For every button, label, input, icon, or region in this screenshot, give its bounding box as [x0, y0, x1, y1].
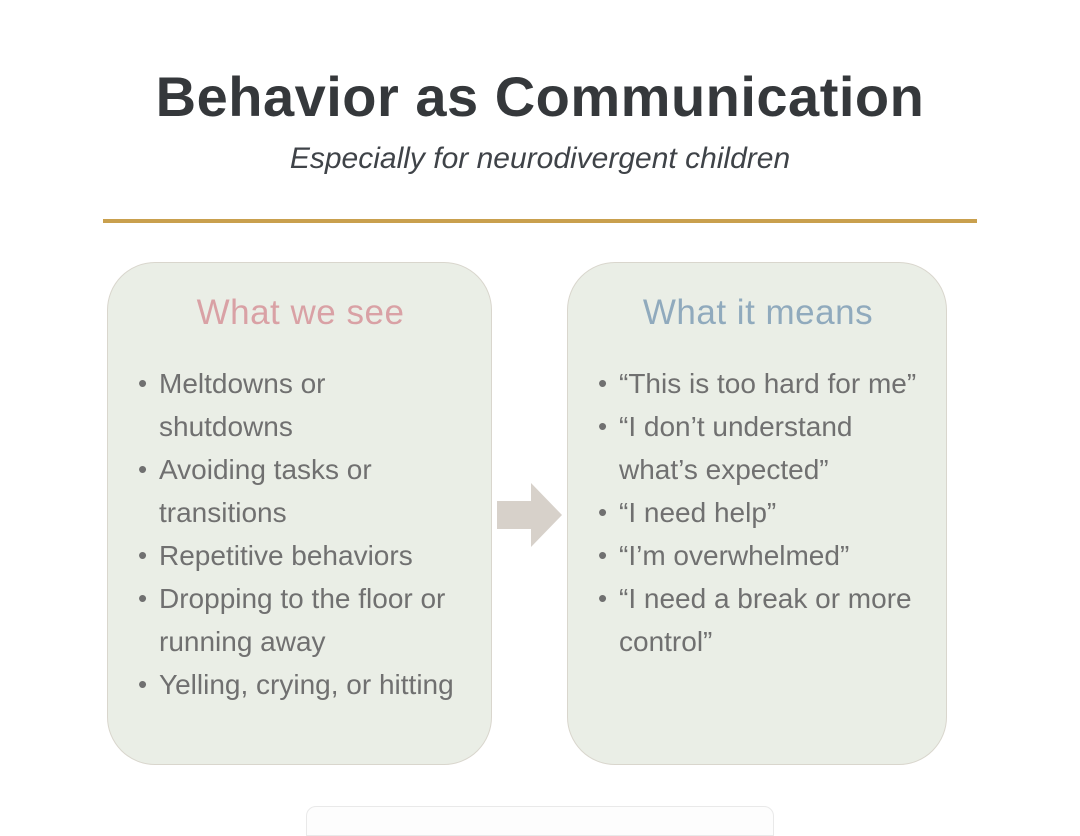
what-it-means-heading: What it means: [642, 293, 874, 332]
bullet-icon: •: [598, 368, 608, 398]
right-arrow-icon: [497, 483, 562, 547]
list-item: • Repetitive behaviors: [138, 534, 463, 577]
bullet-icon: •: [598, 411, 608, 441]
list-item-text: “I need help”: [619, 497, 777, 528]
gold-divider: [103, 219, 977, 223]
bullet-icon: •: [138, 540, 148, 570]
what-we-see-heading: What we see: [196, 293, 405, 332]
list-item-text: “I’m overwhelmed”: [619, 540, 850, 571]
list-item-text: “This is too hard for me”: [619, 368, 917, 399]
list-item-text: Yelling, crying, or hitting: [159, 669, 454, 700]
page-subtitle: Especially for neurodivergent children: [289, 142, 791, 175]
what-it-means-list: • “This is too hard for me” • “I don’t unde…: [598, 362, 918, 663]
list-item: • “I need a break or more control”: [598, 577, 918, 663]
list-item-text: Dropping to the floor or running away: [159, 583, 446, 657]
what-we-see-box: What we see • Meltdowns or shutdowns • Avoi…: [107, 262, 492, 765]
bullet-icon: •: [138, 669, 148, 699]
bullet-icon: •: [598, 540, 608, 570]
list-item-text: Meltdowns or shutdowns: [159, 368, 326, 442]
list-item: • Meltdowns or shutdowns: [138, 362, 463, 448]
what-it-means-box: What it means • “This is too hard for me”…: [567, 262, 947, 765]
bullet-icon: •: [598, 497, 608, 527]
list-item-text: Repetitive behaviors: [159, 540, 413, 571]
page-title: Behavior as Communication: [155, 65, 925, 128]
bullet-icon: •: [598, 583, 608, 613]
bullet-icon: •: [138, 368, 148, 398]
list-item: • Dropping to the floor or running away: [138, 577, 463, 663]
list-item: • “I don’t understand what’s expected”: [598, 405, 918, 491]
bullet-icon: •: [138, 583, 148, 613]
list-item-text: “I don’t understand what’s expected”: [619, 411, 853, 485]
list-item: • “I need help”: [598, 491, 918, 534]
list-item-text: “I need a break or more control”: [619, 583, 912, 657]
next-section-box-edge: [306, 806, 774, 836]
list-item: • “I’m overwhelmed”: [598, 534, 918, 577]
list-item: • Yelling, crying, or hitting: [138, 663, 463, 706]
list-item: • Avoiding tasks or transitions: [138, 448, 463, 534]
list-item-text: Avoiding tasks or transitions: [159, 454, 372, 528]
bullet-icon: •: [138, 454, 148, 484]
what-we-see-list: • Meltdowns or shutdowns • Avoiding tasks o…: [138, 362, 463, 706]
list-item: • “This is too hard for me”: [598, 362, 918, 405]
